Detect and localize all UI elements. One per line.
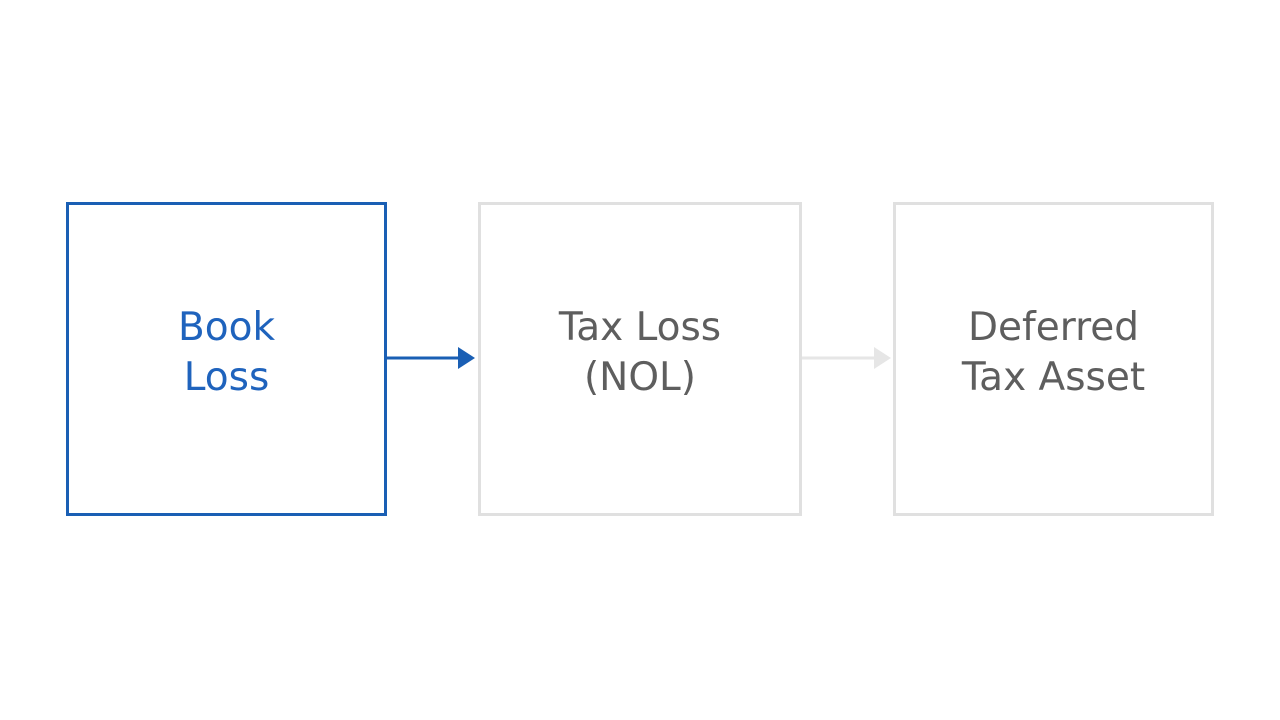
- node-book-loss-label: Book Loss: [178, 303, 275, 403]
- node-book-loss: Book Loss: [66, 202, 387, 516]
- arrow-book-to-tax-loss: [387, 347, 475, 369]
- node-deferred-tax-asset-line-1: Deferred: [967, 305, 1139, 350]
- node-tax-loss-nol-line-1: Tax Loss: [558, 305, 722, 350]
- node-book-loss-line-1: Book: [177, 305, 276, 350]
- node-deferred-tax-asset: Deferred Tax Asset: [893, 202, 1214, 516]
- node-tax-loss-nol: Tax Loss (NOL): [478, 202, 802, 516]
- node-book-loss-line-2: Loss: [183, 355, 270, 400]
- arrow-book-to-tax-loss-head: [458, 347, 475, 369]
- arrow-tax-loss-to-deferred-head: [874, 347, 891, 369]
- node-tax-loss-nol-line-2: (NOL): [583, 355, 696, 400]
- arrow-tax-loss-to-deferred: [802, 347, 891, 369]
- node-deferred-tax-asset-label: Deferred Tax Asset: [962, 303, 1145, 403]
- node-deferred-tax-asset-line-2: Tax Asset: [961, 355, 1146, 400]
- node-tax-loss-nol-label: Tax Loss (NOL): [559, 303, 721, 403]
